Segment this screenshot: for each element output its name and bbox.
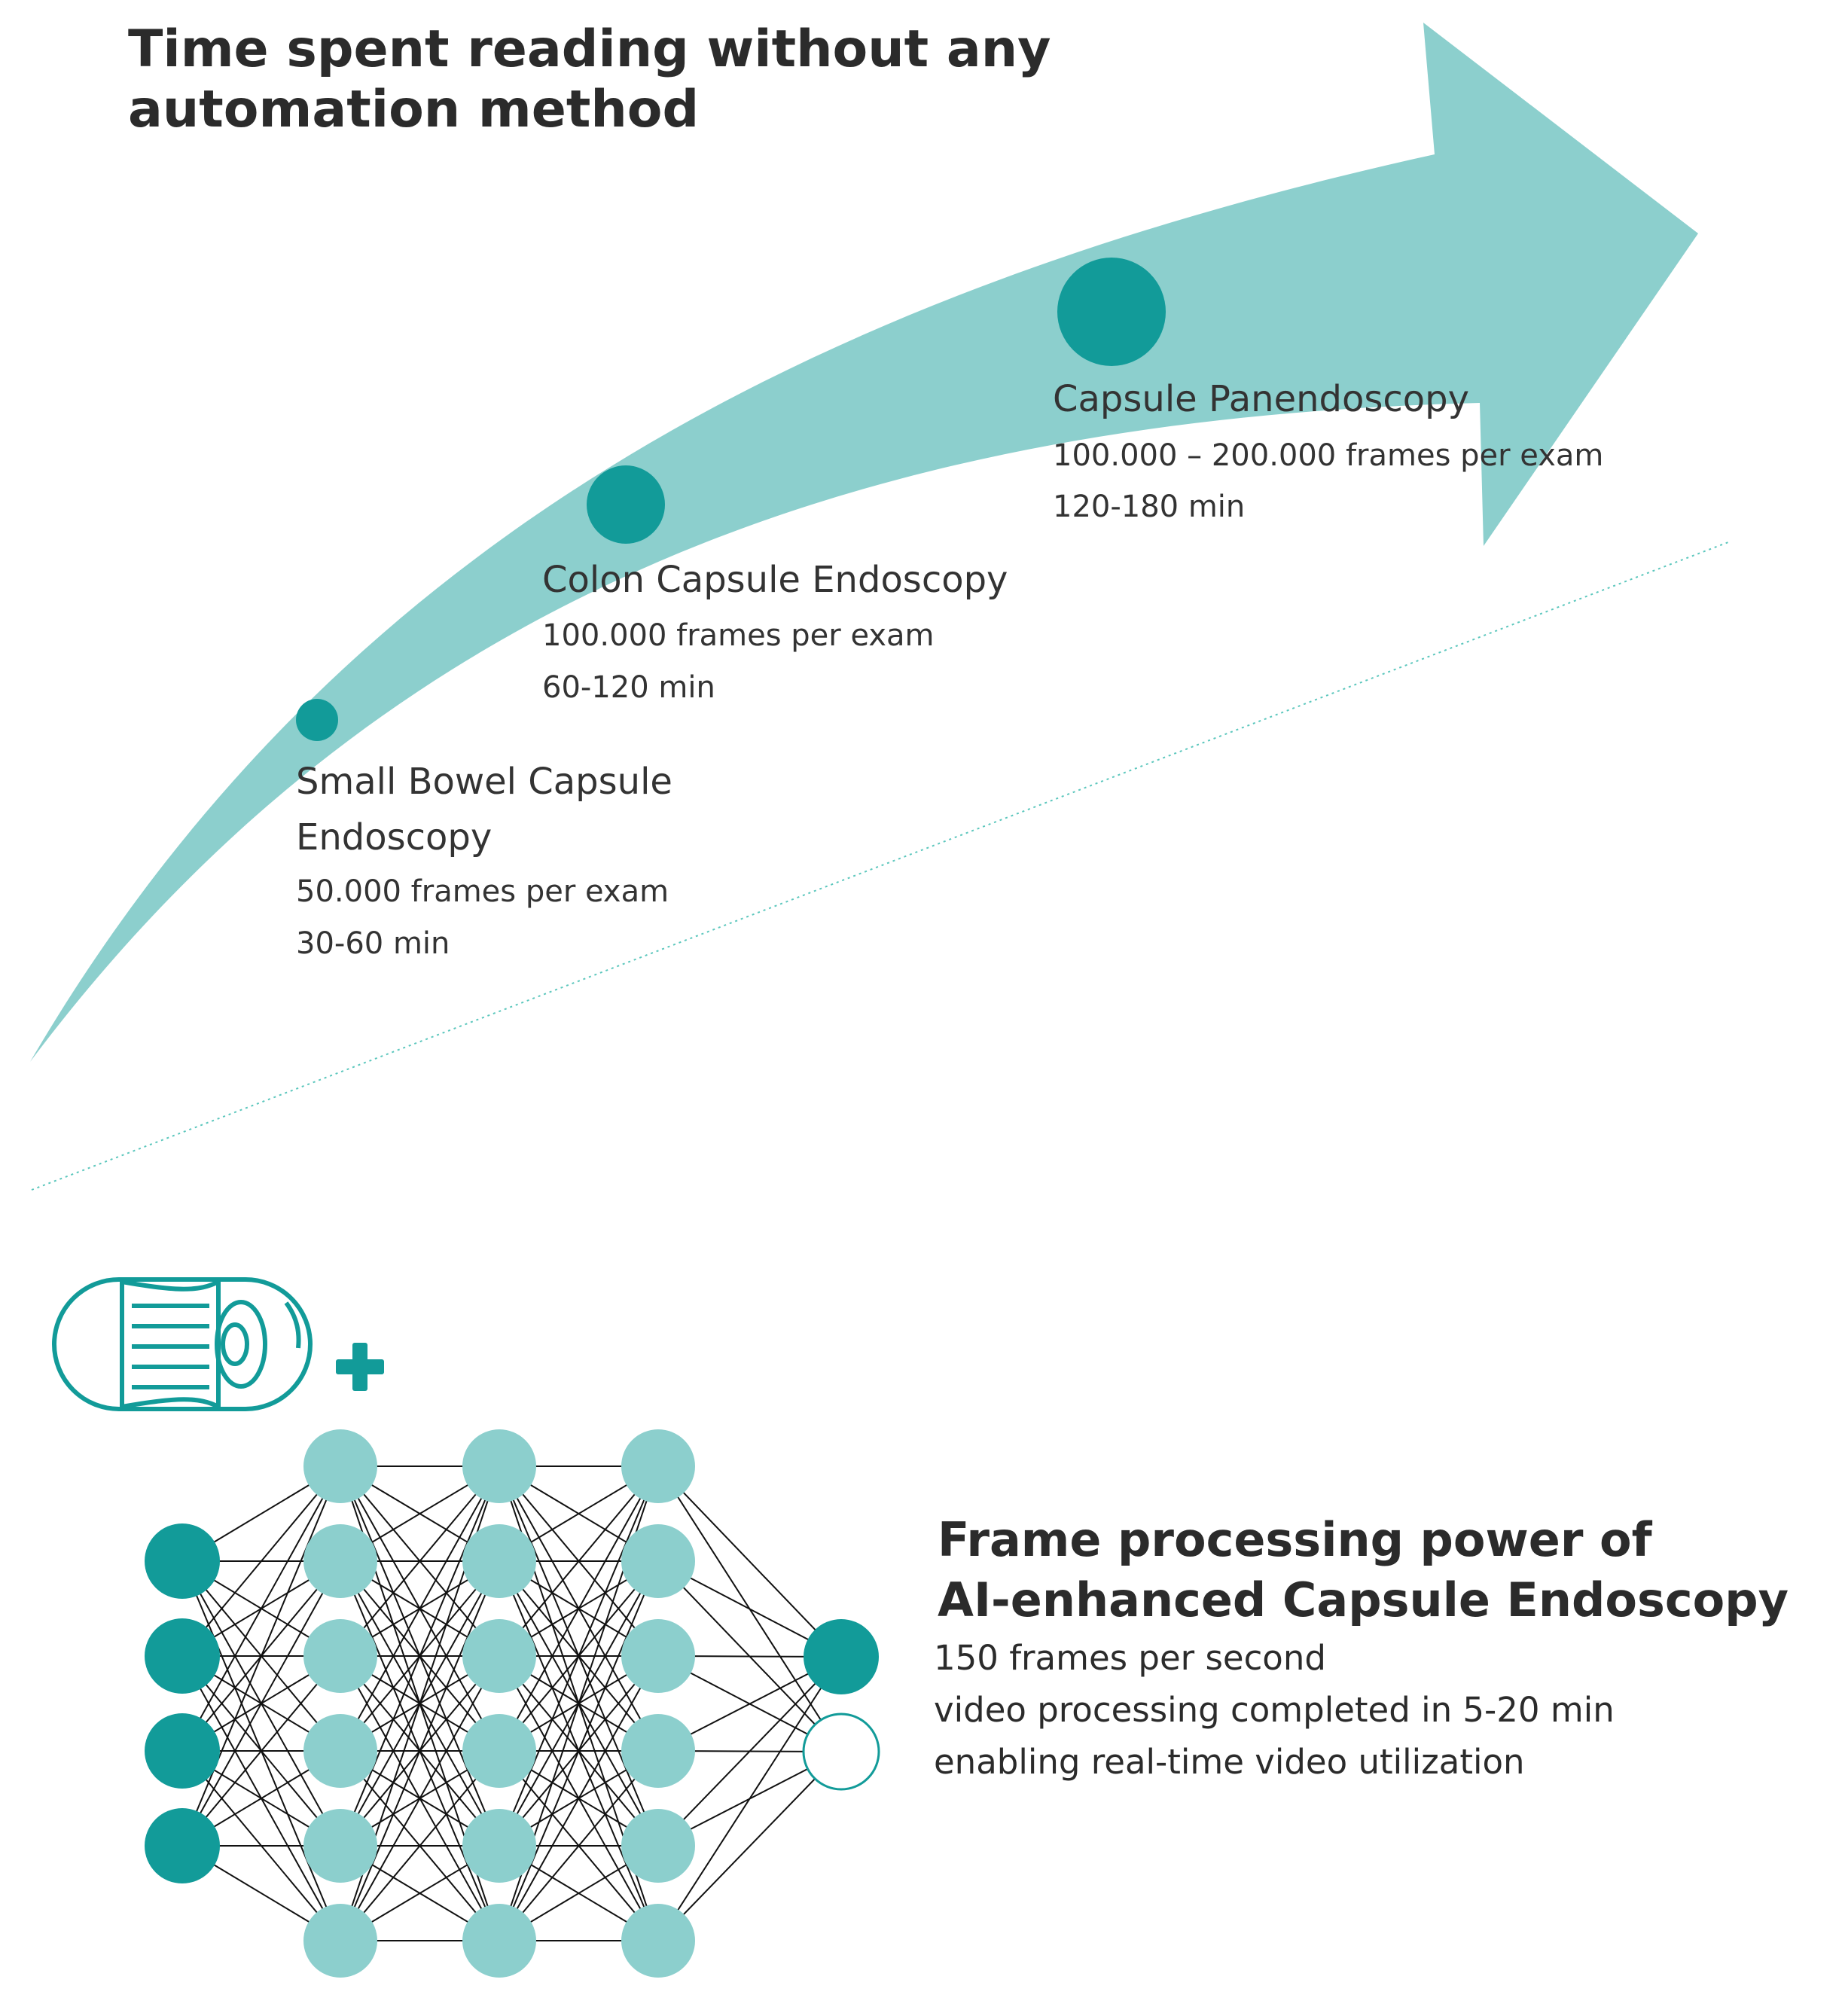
stage-name-line-1: Small Bowel Capsule [296,761,672,803]
ai-line-2: video processing completed in 5-20 min [934,1690,1615,1730]
network-connection [181,1465,341,1657]
stage-name-line-2: Endoscopy [296,816,492,859]
network-connection [181,1655,341,1847]
ai-title-line-2: AI-enhanced Capsule Endoscopy [938,1572,1789,1627]
network-connection [181,1465,341,1847]
hidden-node [462,1524,536,1598]
capsule-endoscope-icon [52,1277,313,1411]
input-node [145,1808,220,1883]
hidden-node [462,1619,536,1693]
hidden-node [462,1904,536,1978]
hidden-node [621,1714,695,1788]
hidden-node [303,1524,377,1598]
stage-marker-small-bowel [296,699,338,741]
network-connection [340,1465,500,1847]
stage-small-bowel: Small Bowel Capsule Endoscopy 50.000 fra… [296,761,672,961]
network-connection [657,1465,842,1658]
stage-name-line-1: Capsule Panendoscopy [1053,378,1469,420]
hidden-node [462,1429,536,1503]
stage-panendoscopy: Capsule Panendoscopy 100.000 – 200.000 f… [1053,378,1603,524]
hidden-node [462,1714,536,1788]
network-connection [499,1465,659,1847]
network-connection [181,1465,341,1752]
neural-network-icon [145,1429,880,1978]
network-connection [499,1465,659,1752]
stage-time: 30-60 min [296,926,450,961]
top-title-line-1: Time spent reading without any [128,20,1051,79]
stage-frames: 50.000 frames per exam [296,874,669,909]
hidden-node [303,1904,377,1978]
stage-time: 60-120 min [542,670,715,705]
network-connection [340,1560,500,1941]
dotted-separator-line [31,541,1729,1191]
input-node [145,1618,220,1694]
stage-name-line-1: Colon Capsule Endoscopy [542,559,1008,601]
network-connection [340,1465,500,1752]
plus-icon [336,1343,384,1391]
stage-frames: 100.000 – 200.000 frames per exam [1053,438,1603,473]
network-connection [499,1750,659,1941]
ai-title-line-1: Frame processing power of [938,1512,1653,1567]
hidden-node [303,1714,377,1788]
hidden-node [303,1429,377,1503]
network-connection [340,1655,500,1941]
stage-frames: 100.000 frames per exam [542,618,935,653]
output-node [804,1619,879,1694]
ai-line-1: 150 frames per second [934,1638,1326,1678]
hidden-node [621,1429,695,1503]
output-node [802,1713,880,1791]
hidden-node [621,1809,695,1883]
input-node [145,1713,220,1789]
hidden-node [621,1619,695,1693]
network-connection [499,1655,659,1941]
stage-marker-colon [587,465,665,544]
ai-line-3: enabling real-time video utilization [934,1742,1525,1782]
hidden-node [462,1809,536,1883]
stage-time: 120-180 min [1053,490,1245,524]
network-connection [657,1656,842,1847]
hidden-node [621,1904,695,1978]
network-connection [499,1465,659,1657]
stage-colon: Colon Capsule Endoscopy 100.000 frames p… [542,559,1008,705]
network-nodes [145,1429,880,1978]
network-connection [657,1751,842,1941]
ai-section: Frame processing power of AI-enhanced Ca… [934,1512,1789,1782]
stage-marker-panendoscopy [1057,258,1166,366]
network-connection [340,1750,500,1941]
hidden-node [303,1809,377,1883]
progress-arrow [30,23,1698,1062]
network-connection [340,1465,500,1657]
input-node [145,1523,220,1599]
top-title-line-2: automation method [128,80,699,139]
hidden-node [621,1524,695,1598]
network-connection [657,1656,842,1941]
network-connection [181,1560,341,1847]
hidden-node [303,1619,377,1693]
network-connection [499,1560,659,1941]
